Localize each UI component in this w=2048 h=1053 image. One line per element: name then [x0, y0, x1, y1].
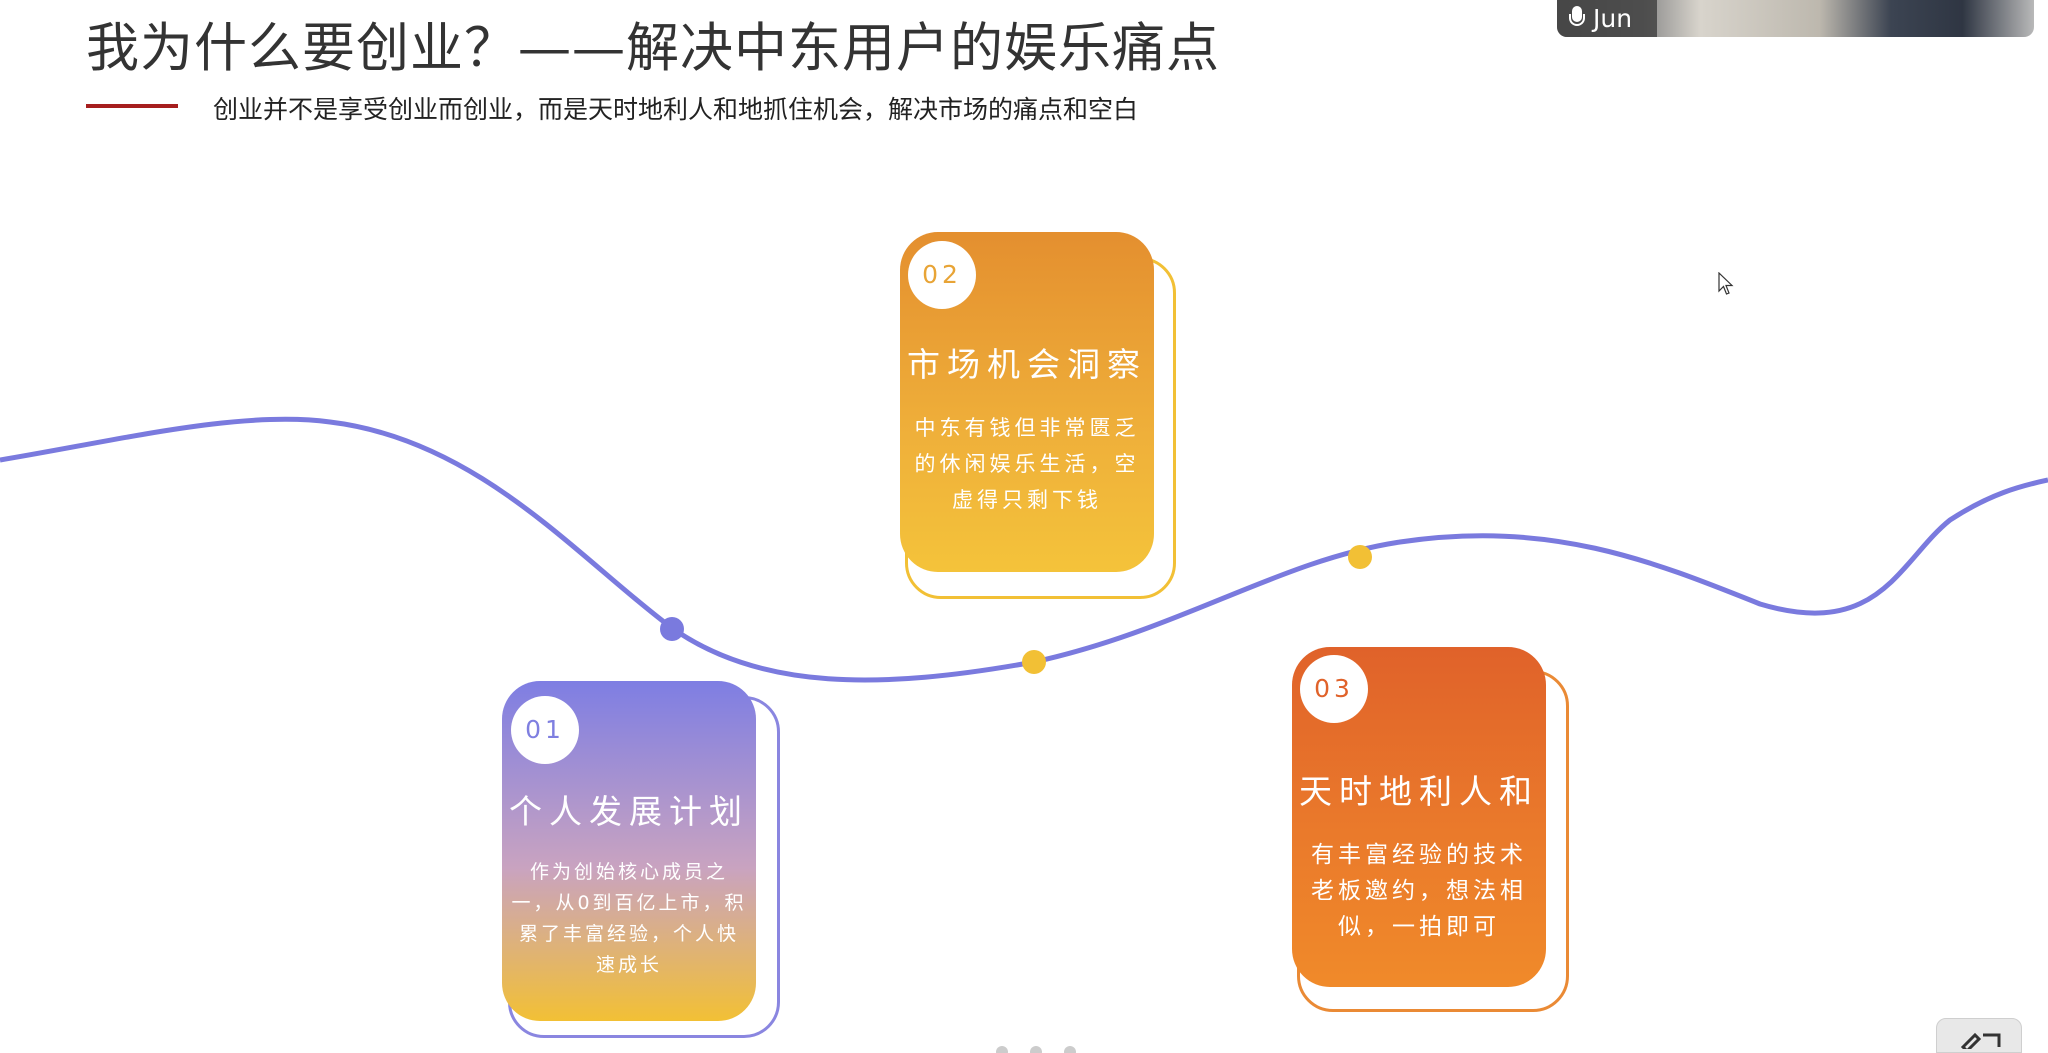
participant-name: Jun [1593, 3, 1633, 33]
card-03-title: 天时地利人和 [1299, 772, 1539, 811]
card-03[interactable]: 03 天时地利人和 有丰富经验的技术老板邀约，想法相似，一拍即可 [1292, 647, 1546, 987]
timeline-dot-1 [660, 617, 684, 641]
card-01-number: 01 [511, 696, 579, 764]
card-03-number: 03 [1300, 655, 1368, 723]
timeline-path [0, 416, 2048, 683]
slide-pager [996, 1046, 1076, 1053]
annotation-button[interactable] [1936, 1018, 2022, 1053]
timeline-dot-3 [1348, 545, 1372, 569]
slide-title: 我为什么要创业？——解决中东用户的娱乐痛点 [86, 18, 1220, 79]
participant-label: Jun [1557, 0, 1657, 37]
card-03-body: 有丰富经验的技术老板邀约，想法相似，一拍即可 [1311, 842, 1527, 940]
card-01-body: 作为创始核心成员之一，从0到百亿上市，积累了丰富经验，个人快速成长 [511, 861, 747, 976]
pen-edit-icon [1960, 1032, 2001, 1049]
timeline-dot-2 [1022, 650, 1046, 674]
slide-subtitle: 创业并不是享受创业而创业，而是天时地利人和地抓住机会，解决市场的痛点和空白 [213, 95, 1139, 124]
card-02-number: 02 [908, 241, 976, 309]
card-02[interactable]: 02 市场机会洞察 中东有钱但非常匮乏的休闲娱乐生活，空虚得只剩下钱 [900, 232, 1154, 572]
pager-dot[interactable] [1064, 1046, 1076, 1053]
microphone-icon [1569, 5, 1585, 32]
card-02-body: 中东有钱但非常匮乏的休闲娱乐生活，空虚得只剩下钱 [914, 416, 1140, 512]
card-01-title: 个人发展计划 [509, 792, 749, 831]
participant-video-thumbnail[interactable]: Jun [1557, 0, 2034, 37]
pager-dot[interactable] [996, 1046, 1008, 1053]
mouse-cursor-icon [1718, 272, 1734, 295]
pager-dot[interactable] [1030, 1046, 1042, 1053]
title-underline [86, 104, 178, 108]
card-02-title: 市场机会洞察 [907, 345, 1147, 384]
card-01[interactable]: 01 个人发展计划 作为创始核心成员之一，从0到百亿上市，积累了丰富经验，个人快… [502, 681, 756, 1021]
